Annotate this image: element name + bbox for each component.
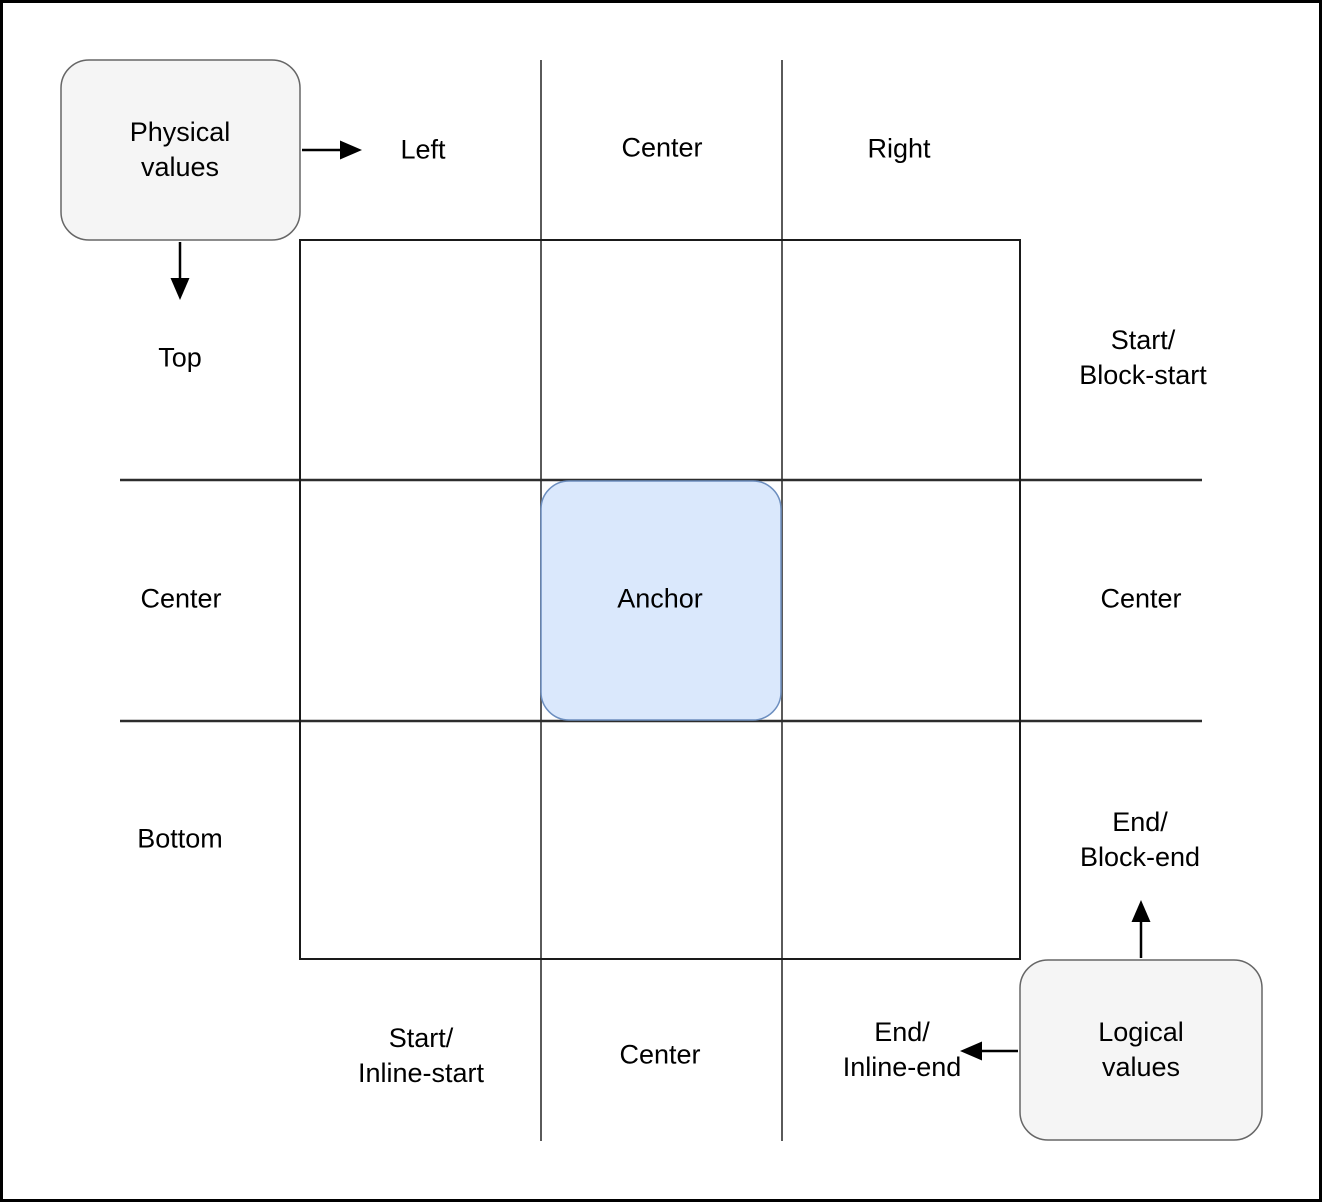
label-left-center: Center [140, 583, 222, 614]
label-bottom-start-inline-start: Start/ Inline-start [357, 1023, 485, 1088]
physical-values-box [60, 59, 301, 241]
anchor-label: Anchor [617, 583, 703, 614]
label-top-left: Left [400, 134, 446, 165]
arrow-head-down [170, 278, 190, 300]
label-bottom-end-inline-end: End/ Inline-end [842, 1017, 962, 1082]
arrow-head-up [1131, 900, 1151, 922]
logical-to-block-end-arrow [1131, 900, 1151, 958]
grid-outline-box [299, 239, 1021, 960]
arrow-head-right [340, 140, 362, 160]
physical-to-left-arrow [302, 140, 362, 160]
physical-values-label: Physical values [129, 117, 231, 182]
label-left-top: Top [158, 342, 202, 373]
label-bottom-center: Center [619, 1039, 701, 1070]
label-left-bottom: Bottom [137, 823, 223, 854]
logical-values-label: Logical values [1098, 1017, 1184, 1082]
logical-to-inline-end-arrow [960, 1041, 1018, 1061]
physical-to-top-arrow [170, 242, 190, 300]
label-right-start-block-start: Start/ Block-start [1079, 325, 1207, 390]
arrow-head-left [960, 1041, 982, 1061]
label-right-center: Center [1100, 583, 1182, 614]
label-right-end-block-end: End/ Block-end [1079, 807, 1201, 872]
label-top-right: Right [867, 133, 931, 164]
logical-values-box [1019, 959, 1263, 1141]
anchor-box [540, 480, 782, 721]
label-top-center: Center [621, 132, 703, 163]
